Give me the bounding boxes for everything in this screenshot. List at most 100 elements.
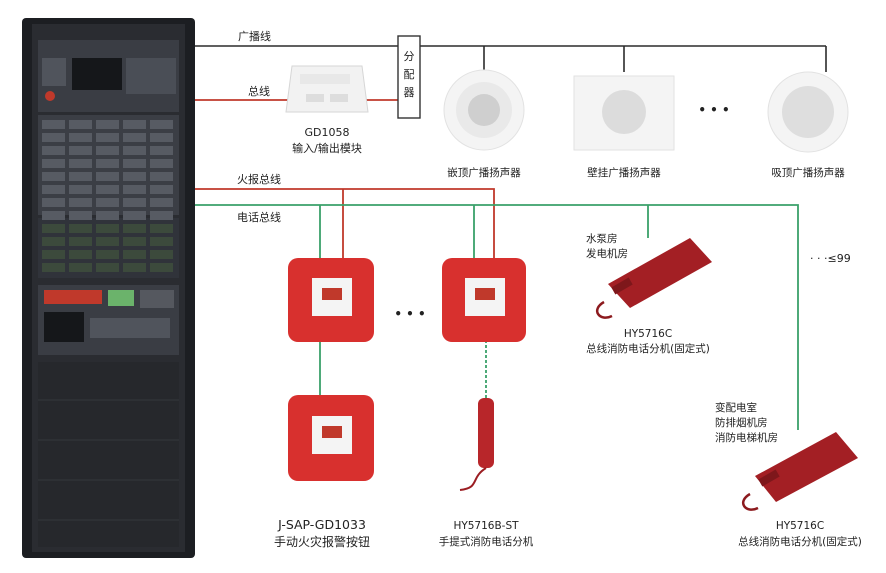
distributor-char-3: 器 [404,86,415,99]
cabinet-module-slot [123,237,146,246]
cabinet-module-slot [123,133,146,142]
cabinet-module-slot [96,211,119,220]
alarm-button-3 [442,258,526,342]
fixed-phone-2-model: HY5716C [776,520,824,532]
cabinet-module-slot [123,198,146,207]
cabinet-module-slot [69,120,92,129]
fixed-phone-1-model: HY5716C [624,328,672,340]
cabinet-module-slot [150,133,173,142]
cabinet-module-slot [69,211,92,220]
cabinet-module-slot [123,224,146,233]
cabinet-module-slot [123,120,146,129]
ceiling-embedded-speaker [443,69,525,151]
distributor-char-1: 分 [404,50,415,63]
cabinet-module-slot [150,159,173,168]
cabinet-module-slot [69,263,92,272]
cabinet-module-slot [42,198,65,207]
cabinet-module-slot [96,120,119,129]
cabinet-module-slot [123,211,146,220]
cabinet-module-slot [42,172,65,181]
fire-control-cabinet [22,18,195,558]
distributor-char-2: 配 [404,68,415,81]
capacity-label: · · ·≤99 [810,252,851,265]
cabinet-module-slot [42,211,65,220]
handheld-phone-model: HY5716B-ST [453,520,519,532]
cabinet-module-slot [69,172,92,181]
cabinet-module-slot [69,224,92,233]
cabinet-module-slot [150,198,173,207]
cabinet-module-slot [96,198,119,207]
cabinet-module-slot [123,146,146,155]
fixed-phone-2-name: 总线消防电话分机(固定式) [738,535,862,548]
speaker-ceiling-suction-label: 吸顶广播扬声器 [771,166,845,179]
cabinet-module-slot [123,185,146,194]
cabinet-module-slot [42,263,65,272]
cabinet-module-slot [96,133,119,142]
alarm-button-2 [288,395,374,481]
alarm-button-model: J-SAP-GD1033 [277,517,366,532]
fire-bus-wire [195,188,495,262]
phone-bus-wire [195,204,799,430]
cabinet-module-slot [96,146,119,155]
module-model: GD1058 [305,126,350,139]
fire-bus-label: 火报总线 [237,172,281,186]
cabinet-module-slot [42,185,65,194]
cabinet-module-slot [42,146,65,155]
cabinet-module-slot [42,224,65,233]
cabinet-module-slot [96,224,119,233]
fixed-phone-1-name: 总线消防电话分机(固定式) [586,342,710,355]
cabinet-module-slot [69,133,92,142]
fixed-phone-1-room-2: 发电机房 [586,247,628,260]
cabinet-module-slot [96,250,119,259]
cabinet-module-slot [96,263,119,272]
cabinet-module-slot [69,198,92,207]
alarm-button-1 [288,258,374,342]
speaker-ellipsis: • • • [698,103,729,117]
wall-mounted-speaker [573,75,675,151]
ceiling-suction-speaker [767,71,849,153]
speaker-ceiling-embedded-label: 嵌顶广播扬声器 [447,166,521,179]
handheld-phone [459,398,494,491]
cabinet-module-slot [96,237,119,246]
cabinet-module-slot [150,250,173,259]
broadcast-wire [195,45,827,72]
cabinet-module-slot [96,159,119,168]
cabinet-module-slot [150,224,173,233]
cabinet-module-slot [123,263,146,272]
cabinet-module-slot [96,172,119,181]
handheld-phone-name: 手提式消防电话分机 [439,535,534,548]
phone-bus-label: 电话总线 [237,210,281,224]
cabinet-module-slot [42,237,65,246]
alarm-button-name: 手动火灾报警按钮 [274,534,370,549]
cabinet-module-slot [69,250,92,259]
cabinet-module-slot [123,172,146,181]
fixed-phone-2 [741,432,858,511]
cabinet-module-slot [69,146,92,155]
cabinet-module-slot [42,159,65,168]
fixed-phone-1 [595,238,712,319]
cabinet-module-slot [150,146,173,155]
cabinet-module-slot [69,185,92,194]
cabinet-module-slot [96,185,119,194]
cabinet-module-slot [69,159,92,168]
cabinet-module-slot [150,237,173,246]
fixed-phone-2-room-3: 消防电梯机房 [715,431,778,444]
fixed-phone-2-room-1: 变配电室 [715,401,757,414]
module-name: 输入/输出模块 [292,141,362,155]
cabinet-module-slot [42,120,65,129]
cabinet-module-slot [123,159,146,168]
fixed-phone-2-room-2: 防排烟机房 [715,416,768,429]
distributor-box: 分 配 器 [397,35,421,119]
io-module [285,65,369,113]
speaker-wall-mounted-label: 壁挂广播扬声器 [587,166,661,179]
cabinet-module-slot [150,263,173,272]
alarm-ellipsis: • • • [394,307,425,321]
broadcast-wire-label: 广播线 [238,29,271,43]
cabinet-module-slot [150,172,173,181]
bus-wire-label: 总线 [248,84,270,98]
cabinet-module-slot [150,185,173,194]
cabinet-module-slot [42,250,65,259]
cabinet-module-slot [69,237,92,246]
cabinet-module-slot [123,250,146,259]
fixed-phone-1-room-1: 水泵房 [586,232,618,245]
